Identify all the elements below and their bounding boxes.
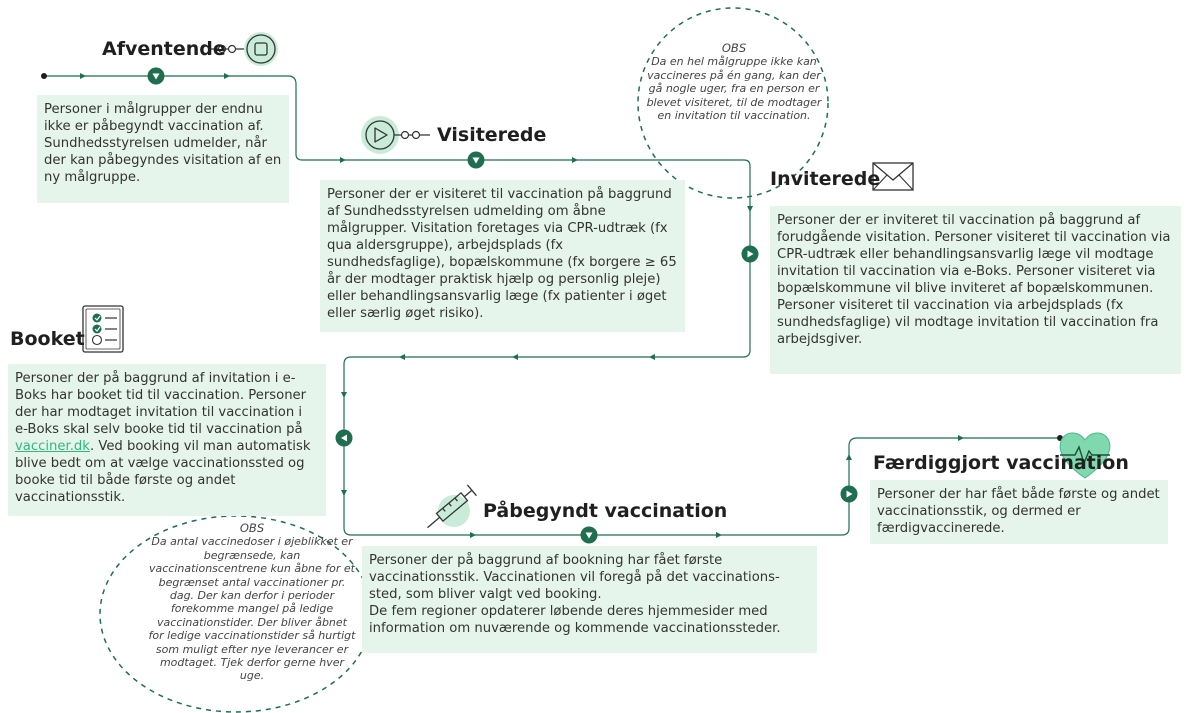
booket-text-after: . Ved booking vil man automatisk blive b…	[15, 439, 311, 505]
envelope-icon	[872, 162, 914, 191]
obs-note-2-heading: OBS	[239, 521, 265, 535]
stage-title-visiterede: Visiterede	[437, 124, 547, 146]
stage-title-faerdiggjort: Færdiggjort vaccination	[873, 452, 1129, 474]
obs-note-1: OBS Da en hel målgruppe ikke kan vaccine…	[642, 41, 826, 123]
node-visiterede	[467, 151, 485, 169]
vacciner-dk-link[interactable]: vacciner.dk	[15, 439, 90, 454]
stage-title-booket: Booket	[10, 328, 85, 350]
stage-text-visiterede: Personer der er visiteret til vaccinatio…	[320, 180, 685, 332]
booket-text-before: Personer der på baggrund af invitation i…	[15, 371, 307, 437]
stage-title-afventende: Afventende	[102, 38, 226, 60]
obs-note-2: OBS Da antal vaccinedoser i øjeblikket e…	[148, 521, 356, 683]
obs-note-2-text: Da antal vaccinedoser i øjeblikket er be…	[148, 535, 356, 683]
waiting-square-icon	[208, 32, 278, 66]
node-paabegyndt	[580, 526, 598, 544]
syringe-icon	[427, 484, 477, 529]
obs-note-1-heading: OBS	[721, 41, 747, 55]
play-circle-icon	[361, 116, 430, 154]
checklist-icon	[82, 305, 124, 353]
stage-text-afventende: Personer i målgrupper der endnu ikke er …	[37, 95, 289, 203]
obs-note-1-text: Da en hel målgruppe ikke kan vaccineres …	[646, 55, 822, 123]
node-faerdiggjort	[840, 485, 858, 503]
stage-text-faerdiggjort: Personer der har fået både første og and…	[870, 480, 1168, 544]
stage-text-inviterede: Personer der er inviteret til vaccinatio…	[770, 206, 1181, 374]
node-booket	[335, 429, 353, 447]
heart-pulse-icon	[1059, 432, 1111, 479]
node-inviterede	[741, 245, 759, 263]
process-path	[44, 75, 1060, 536]
stage-text-booket: Personer der på baggrund af invitation i…	[8, 364, 326, 516]
path-arrows	[80, 73, 964, 538]
stage-title-inviterede: Inviterede	[770, 168, 881, 190]
node-afventende	[147, 67, 165, 85]
stage-text-paabegyndt: Personer der på baggrund af bookning har…	[362, 546, 817, 653]
stage-title-paabegyndt: Påbegyndt vaccination	[483, 500, 728, 522]
obs-circle-1	[637, 7, 829, 199]
flow-start-dot	[41, 73, 47, 79]
